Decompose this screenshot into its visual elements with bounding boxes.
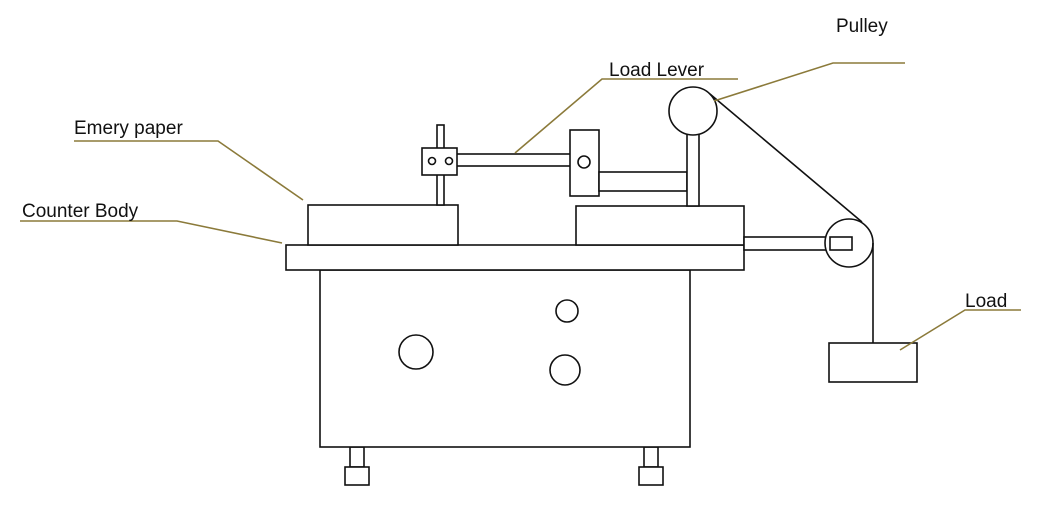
pulley-label: Pulley bbox=[836, 16, 888, 37]
emery-paper-block bbox=[307, 204, 459, 246]
emery-paper-leader bbox=[74, 140, 304, 201]
cabinet-holes bbox=[398, 299, 581, 386]
leader-lines bbox=[20, 62, 1021, 351]
lever-clamp bbox=[421, 147, 458, 176]
machine-feet bbox=[344, 446, 664, 486]
load-lever-arm bbox=[454, 153, 573, 167]
counter-body-label: Counter Body bbox=[22, 201, 139, 222]
load-weight bbox=[828, 342, 918, 383]
pulley-leader bbox=[713, 62, 905, 102]
load-lever-label: Load Lever bbox=[609, 60, 705, 81]
load-leader bbox=[899, 309, 1021, 351]
load-label: Load bbox=[965, 291, 1007, 312]
machine-cabinet bbox=[319, 269, 691, 448]
lever-connector-rod bbox=[598, 171, 688, 192]
lower-pulley bbox=[824, 218, 874, 268]
pulley-rope bbox=[709, 93, 874, 343]
counter-body-plate bbox=[285, 244, 745, 271]
top-pulley bbox=[668, 86, 718, 136]
lever-counterweight bbox=[569, 129, 600, 197]
emery-paper-label: Emery paper bbox=[74, 118, 183, 139]
counter-body-leader bbox=[20, 220, 283, 244]
load-lever-leader bbox=[514, 78, 738, 154]
right-block bbox=[575, 205, 745, 246]
